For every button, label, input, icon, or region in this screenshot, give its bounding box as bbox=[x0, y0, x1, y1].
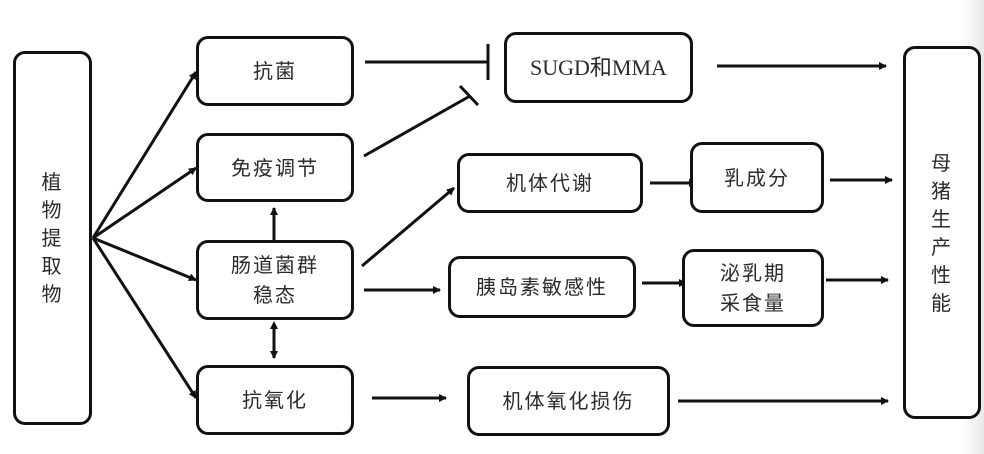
edge-immune-inhibits-sugd bbox=[363, 94, 471, 158]
node-oxidative-damage-label: 机体氧化损伤 bbox=[502, 389, 635, 413]
node-sow-performance-label: 母猪生产性能 bbox=[931, 150, 953, 315]
node-gut-microbiota: 肠道菌群 稳态 bbox=[196, 240, 354, 320]
node-body-metabolism-label: 机体代谢 bbox=[506, 171, 594, 195]
node-immune-regulation-label: 免疫调节 bbox=[231, 155, 319, 180]
node-lactation-intake-label-1: 泌乳期 bbox=[720, 261, 786, 285]
node-plant-extract-label: 植物提取物 bbox=[41, 170, 64, 306]
edge-gut-to-metabolism bbox=[361, 186, 455, 268]
node-insulin-sensitivity-label: 胰岛素敏感性 bbox=[476, 275, 608, 299]
node-plant-extract: 植物提取物 bbox=[13, 51, 92, 425]
edge-plant-to-antioxidant bbox=[91, 237, 198, 399]
inhibit-bar-2 bbox=[458, 84, 480, 107]
node-immune-regulation: 免疫调节 bbox=[196, 133, 354, 202]
edge-plant-to-gut bbox=[92, 236, 197, 282]
edge-plant-to-antibacterial bbox=[91, 71, 198, 239]
node-lactation-intake-label-2: 采食量 bbox=[720, 291, 786, 315]
node-sugd-mma-label: SUGD和MMA bbox=[530, 54, 667, 80]
node-antioxidant-label: 抗氧化 bbox=[242, 388, 308, 412]
node-antioxidant: 抗氧化 bbox=[196, 365, 354, 435]
node-milk-composition-label: 乳成分 bbox=[724, 165, 790, 190]
edge-plant-to-immune bbox=[92, 166, 197, 240]
node-milk-composition: 乳成分 bbox=[690, 142, 824, 213]
node-gut-microbiota-label-1: 肠道菌群 bbox=[231, 253, 319, 277]
node-insulin-sensitivity: 胰岛素敏感性 bbox=[448, 256, 636, 318]
node-sow-performance: 母猪生产性能 bbox=[903, 46, 981, 419]
node-sugd-mma: SUGD和MMA bbox=[504, 32, 693, 103]
node-gut-microbiota-label-2: 稳态 bbox=[253, 283, 297, 307]
node-body-metabolism: 机体代谢 bbox=[457, 153, 643, 213]
node-antibacterial: 抗菌 bbox=[196, 36, 354, 106]
node-lactation-intake: 泌乳期 采食量 bbox=[682, 249, 824, 327]
node-antibacterial-label: 抗菌 bbox=[253, 59, 297, 83]
node-oxidative-damage: 机体氧化损伤 bbox=[467, 366, 670, 436]
